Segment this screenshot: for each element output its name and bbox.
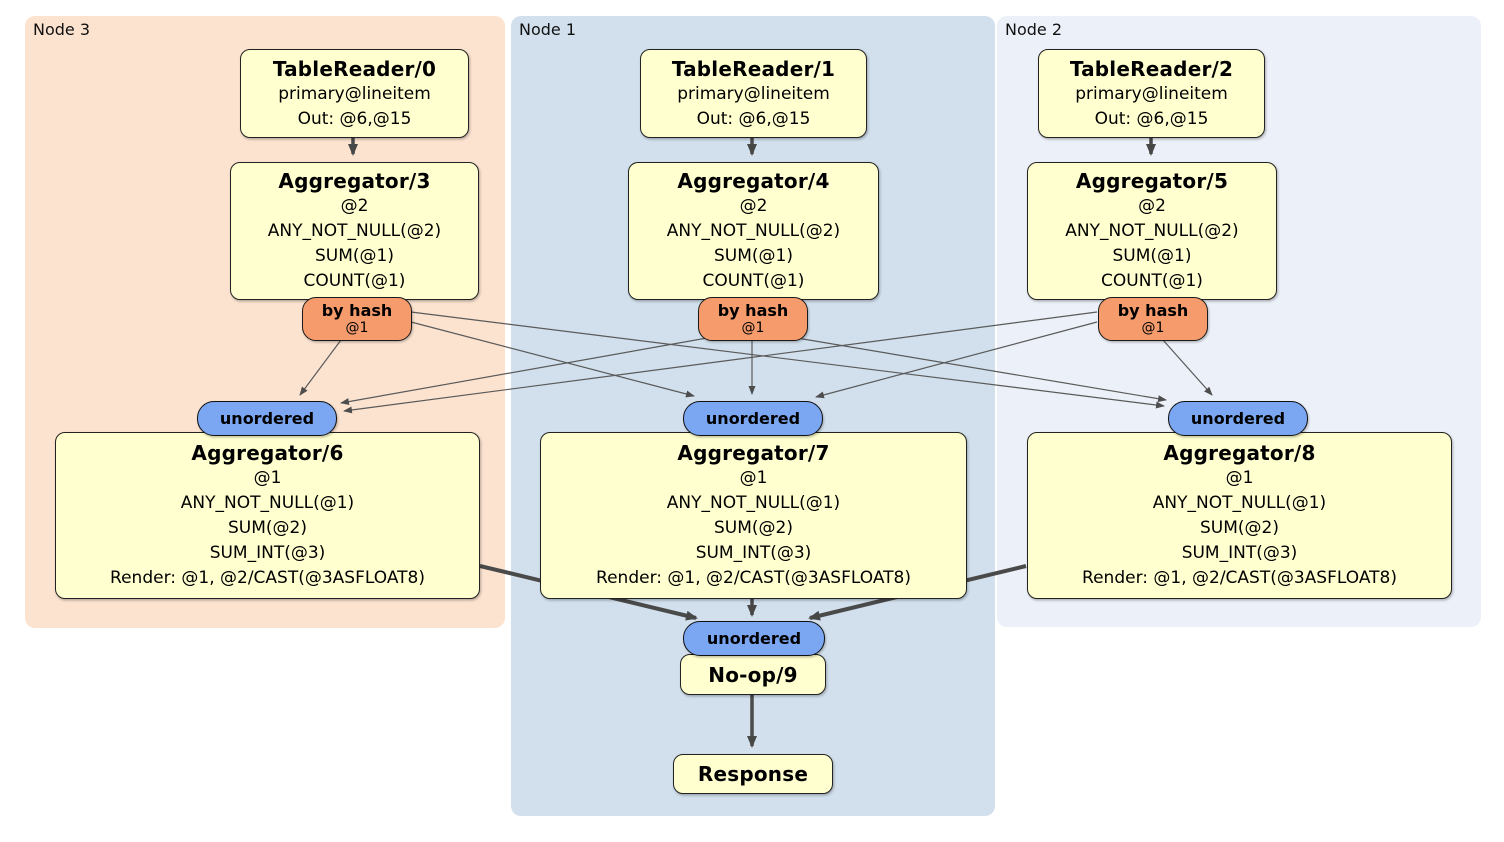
processor-detail: COUNT(@1) xyxy=(702,271,805,291)
processor-detail: @1 xyxy=(253,468,282,488)
processor-title: Response xyxy=(697,762,809,786)
router-by-hash-node3: by hash @1 xyxy=(302,297,412,341)
processor-title: Aggregator/5 xyxy=(1075,169,1229,193)
router-label: by hash xyxy=(1117,301,1189,320)
processor-aggregator-4: Aggregator/4 @2 ANY_NOT_NULL(@2) SUM(@1)… xyxy=(628,162,879,300)
region-label-node-2: Node 2 xyxy=(1005,20,1063,39)
processor-detail: SUM(@1) xyxy=(315,246,394,266)
processor-detail: SUM(@2) xyxy=(714,518,793,538)
synchronizer-unordered-node2: unordered xyxy=(1168,401,1308,436)
processor-title: No-op/9 xyxy=(708,662,798,687)
processor-title: Aggregator/3 xyxy=(278,169,431,193)
router-detail: @1 xyxy=(1141,320,1165,336)
processor-detail: primary@lineitem xyxy=(677,83,830,104)
processor-detail: SUM_INT(@3) xyxy=(209,543,326,563)
processor-detail: @1 xyxy=(739,468,768,488)
processor-detail: SUM_INT(@3) xyxy=(695,543,812,563)
router-detail: @1 xyxy=(741,320,765,336)
processor-detail: SUM(@2) xyxy=(228,518,307,538)
processor-detail: Out: @6,@15 xyxy=(696,108,811,129)
processor-detail: ANY_NOT_NULL(@1) xyxy=(180,493,355,513)
processor-detail: COUNT(@1) xyxy=(303,271,406,291)
processor-detail: Render: @1, @2/CAST(@3ASFLOAT8) xyxy=(596,568,911,588)
processor-detail: ANY_NOT_NULL(@2) xyxy=(267,221,442,241)
processor-detail: @2 xyxy=(1138,196,1166,216)
processor-detail: Out: @6,@15 xyxy=(1094,108,1209,129)
processor-detail: Render: @1, @2/CAST(@3ASFLOAT8) xyxy=(110,568,425,588)
processor-detail: primary@lineitem xyxy=(278,83,431,104)
processor-detail: @2 xyxy=(739,196,768,216)
processor-detail: @2 xyxy=(340,196,369,216)
processor-aggregator-8: Aggregator/8 @1 ANY_NOT_NULL(@1) SUM(@2)… xyxy=(1027,432,1452,599)
processor-tablereader-0: TableReader/0 primary@lineitem Out: @6,@… xyxy=(240,49,469,138)
processor-title: TableReader/1 xyxy=(671,56,836,81)
processor-detail: ANY_NOT_NULL(@1) xyxy=(1152,493,1327,513)
processor-tablereader-1: TableReader/1 primary@lineitem Out: @6,@… xyxy=(640,49,867,138)
processor-detail: SUM_INT(@3) xyxy=(1181,543,1298,563)
processor-noop-9: No-op/9 xyxy=(680,654,826,695)
processor-detail: Out: @6,@15 xyxy=(297,108,412,129)
processor-detail: SUM(@1) xyxy=(1112,246,1192,266)
synchronizer-unordered-node1: unordered xyxy=(683,401,823,436)
processor-title: TableReader/2 xyxy=(1069,56,1234,81)
processor-detail: Render: @1, @2/CAST(@3ASFLOAT8) xyxy=(1082,568,1397,588)
processor-detail: SUM(@1) xyxy=(714,246,793,266)
processor-title: Aggregator/6 xyxy=(191,441,344,465)
synchronizer-unordered-node3: unordered xyxy=(197,401,337,436)
processor-detail: ANY_NOT_NULL(@2) xyxy=(1065,221,1239,241)
processor-response: Response xyxy=(673,754,833,794)
router-detail: @1 xyxy=(345,320,369,336)
processor-aggregator-5: Aggregator/5 @2 ANY_NOT_NULL(@2) SUM(@1)… xyxy=(1027,162,1277,300)
processor-detail: ANY_NOT_NULL(@1) xyxy=(666,493,841,513)
processor-title: Aggregator/7 xyxy=(677,441,830,465)
router-label: by hash xyxy=(717,301,789,320)
synchronizer-unordered-noop: unordered xyxy=(683,621,825,656)
processor-title: Aggregator/8 xyxy=(1163,441,1316,465)
processor-detail: ANY_NOT_NULL(@2) xyxy=(666,221,841,241)
processor-detail: COUNT(@1) xyxy=(1101,271,1203,291)
processor-title: Aggregator/4 xyxy=(677,169,830,193)
processor-aggregator-7: Aggregator/7 @1 ANY_NOT_NULL(@1) SUM(@2)… xyxy=(540,432,967,599)
processor-detail: @1 xyxy=(1225,468,1254,488)
processor-title: TableReader/0 xyxy=(272,56,437,81)
processor-aggregator-6: Aggregator/6 @1 ANY_NOT_NULL(@1) SUM(@2)… xyxy=(55,432,480,599)
region-label-node-3: Node 3 xyxy=(33,20,91,39)
processor-tablereader-2: TableReader/2 primary@lineitem Out: @6,@… xyxy=(1038,49,1265,138)
processor-detail: primary@lineitem xyxy=(1075,83,1228,104)
router-label: by hash xyxy=(321,301,393,320)
router-by-hash-node2: by hash @1 xyxy=(1098,297,1208,341)
processor-aggregator-3: Aggregator/3 @2 ANY_NOT_NULL(@2) SUM(@1)… xyxy=(230,162,479,300)
processor-detail: SUM(@2) xyxy=(1200,518,1279,538)
router-by-hash-node1: by hash @1 xyxy=(698,297,808,341)
region-label-node-1: Node 1 xyxy=(519,20,577,39)
